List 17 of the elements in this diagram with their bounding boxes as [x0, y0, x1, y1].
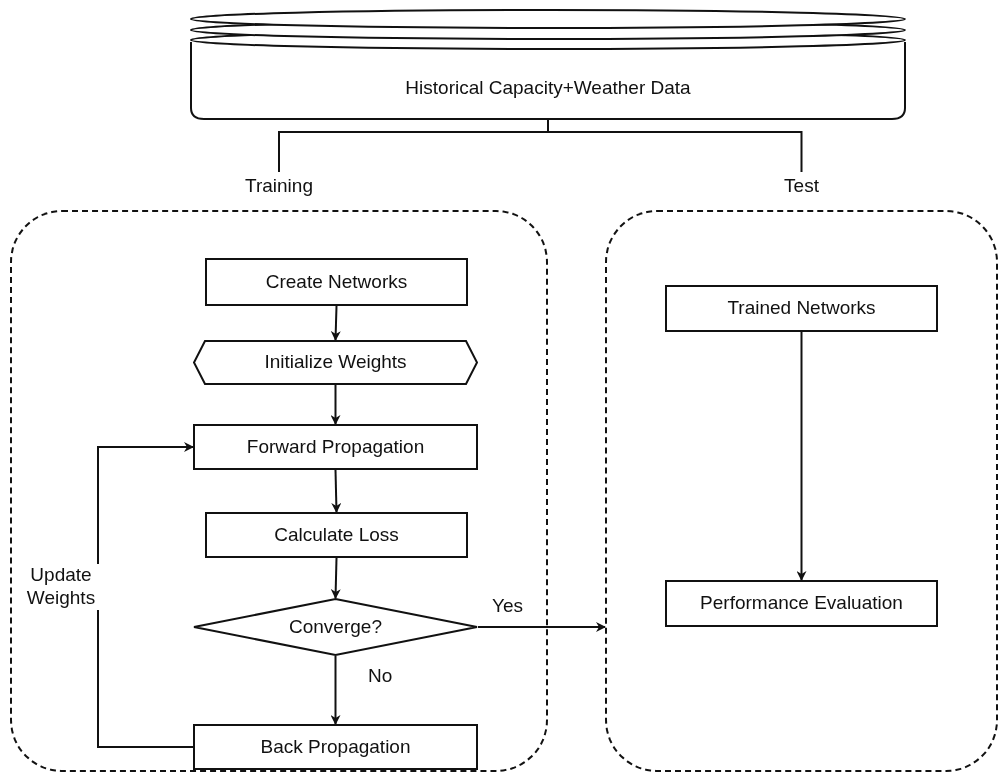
arrow — [331, 469, 342, 513]
process-box: Performance Evaluation — [665, 580, 938, 627]
process-box: Calculate Loss — [205, 512, 468, 558]
node-label: Converge? — [288, 614, 383, 639]
arrow — [330, 655, 341, 725]
process-box: Trained Networks — [665, 285, 938, 332]
node-label: Initialize Weights — [263, 350, 408, 375]
node-label: Historical Capacity+Weather Data — [405, 76, 691, 100]
arrow — [330, 384, 341, 425]
arrow — [796, 331, 807, 581]
arrow — [477, 622, 606, 632]
process-box: Forward Propagation — [193, 424, 478, 470]
process-box: Create Networks — [205, 258, 468, 306]
arrow — [330, 305, 341, 341]
process-box: Back Propagation — [193, 724, 478, 770]
arrow — [330, 557, 341, 599]
arrow — [97, 442, 194, 748]
